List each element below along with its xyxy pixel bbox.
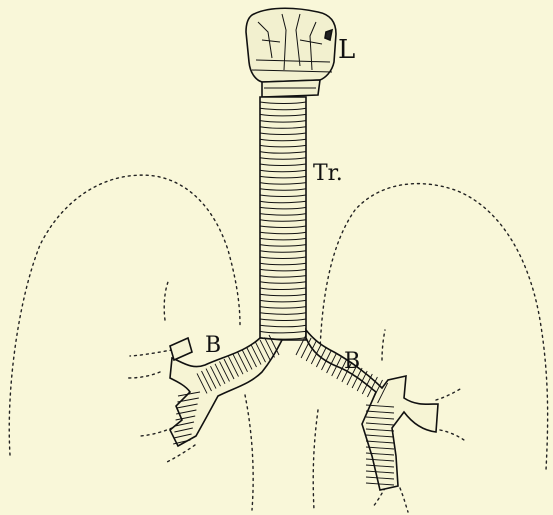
label-bronchus-left: B: [205, 333, 221, 358]
label-trachea: Tr.: [313, 161, 343, 186]
left-upper-branch: [170, 338, 192, 360]
right-lung-inner-line: [313, 410, 318, 510]
label-bronchus-right: B: [344, 349, 360, 374]
larynx-shape: [246, 8, 336, 97]
right-bronchus-shape: [306, 330, 438, 490]
left-lung-inner-line: [245, 395, 253, 510]
right-lower-line: [400, 488, 408, 512]
label-larynx: L: [338, 35, 355, 65]
